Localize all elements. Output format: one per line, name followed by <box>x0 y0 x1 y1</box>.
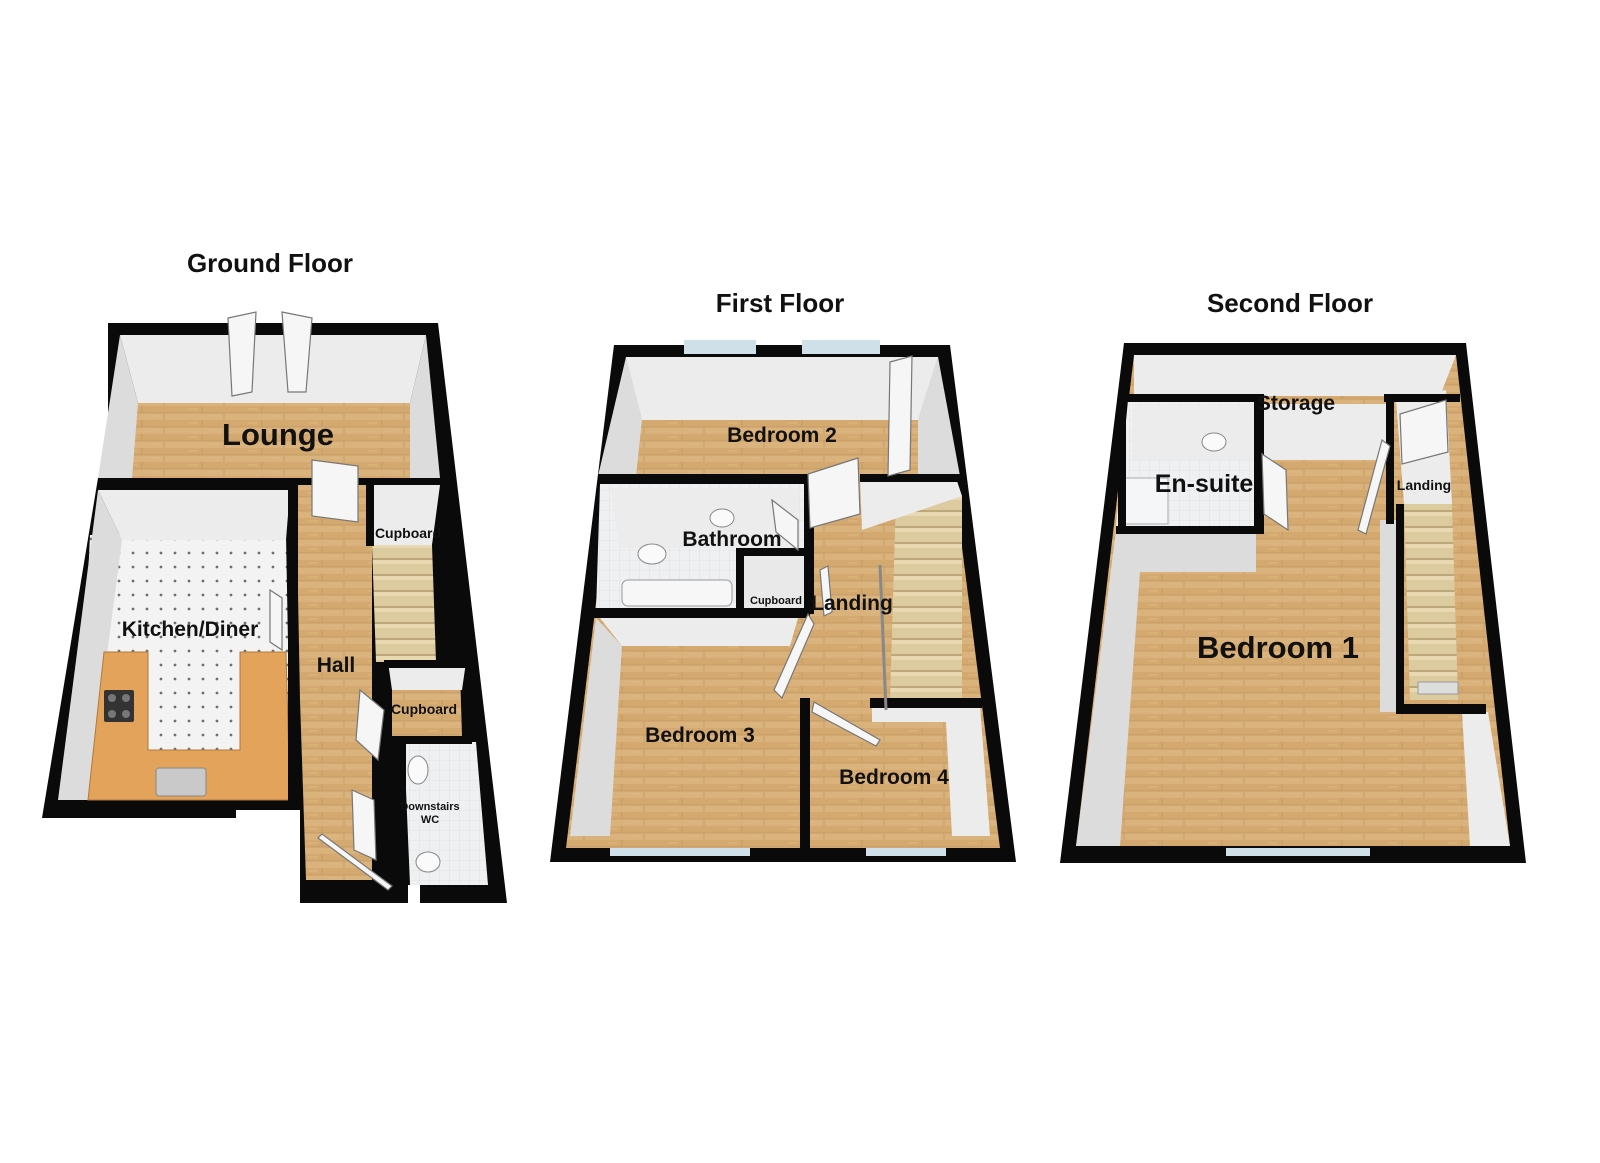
second-floor: Second Floor Storage En-suite Landing Be… <box>1060 288 1526 863</box>
cupboard-lower-wall <box>388 662 466 690</box>
shower-icon <box>1123 477 1169 525</box>
ensuite-label: En-suite <box>1155 470 1254 498</box>
second-floor-title: Second Floor <box>1207 288 1373 318</box>
ground-stairs <box>372 545 436 662</box>
landing-label: Landing <box>811 592 893 615</box>
kitchen-left-face <box>58 490 122 800</box>
bedroom3-label: Bedroom 3 <box>645 724 755 747</box>
first-floor: First Floor Bedroom 2 Bathroom Cupboard … <box>550 288 1016 862</box>
sink-icon <box>155 767 207 797</box>
first-stairs <box>890 496 962 700</box>
wc-basin-icon <box>415 851 441 873</box>
bathroom-basin-icon <box>709 508 735 528</box>
second-stairs <box>1404 504 1458 700</box>
wc-label-line2: WC <box>421 814 439 826</box>
lounge-floor <box>98 403 440 478</box>
french-door-left <box>227 311 257 397</box>
kitchen-worktop <box>87 651 291 801</box>
second-landing-label: Landing <box>1397 477 1451 493</box>
lounge-left-face <box>98 335 138 478</box>
lounge-wall-face <box>120 335 426 403</box>
kitchen-wall-face <box>98 490 290 540</box>
ensuite-basin-icon <box>1201 432 1227 452</box>
kitchen-label: Kitchen/Diner <box>122 618 259 641</box>
lounge-right-face <box>410 335 440 478</box>
bedroom2-label: Bedroom 2 <box>727 424 837 447</box>
ground-floor: Ground Floor Lounge Kitchen/Diner Hall C… <box>42 248 507 903</box>
hall-floor <box>296 485 372 880</box>
first-floor-title: First Floor <box>716 288 845 318</box>
storage-wall-face <box>1134 355 1456 396</box>
lounge-label: Lounge <box>222 417 334 452</box>
ground-floor-title: Ground Floor <box>187 248 353 278</box>
toilet-icon <box>407 755 429 785</box>
french-door-right <box>281 311 313 393</box>
storage-label: Storage <box>1257 392 1335 415</box>
bedroom4-label: Bedroom 4 <box>839 766 949 789</box>
bath-icon <box>621 579 733 607</box>
stairs-wall <box>372 485 440 545</box>
bathroom-label: Bathroom <box>682 528 781 551</box>
bathroom-toilet-icon <box>637 543 667 565</box>
bedroom2-wall-face <box>626 357 938 420</box>
hob-icon <box>104 690 134 722</box>
bedroom1-label: Bedroom 1 <box>1197 630 1359 665</box>
cupboard-upper-label: Cupboard <box>375 525 441 541</box>
cupboard-lower-label: Cupboard <box>391 701 457 717</box>
hall-label: Hall <box>317 654 356 677</box>
landing-cupboard-floor <box>744 556 806 610</box>
wc-label-line1: Downstairs <box>400 801 459 813</box>
cupboard-label: Cupboard <box>750 595 802 607</box>
